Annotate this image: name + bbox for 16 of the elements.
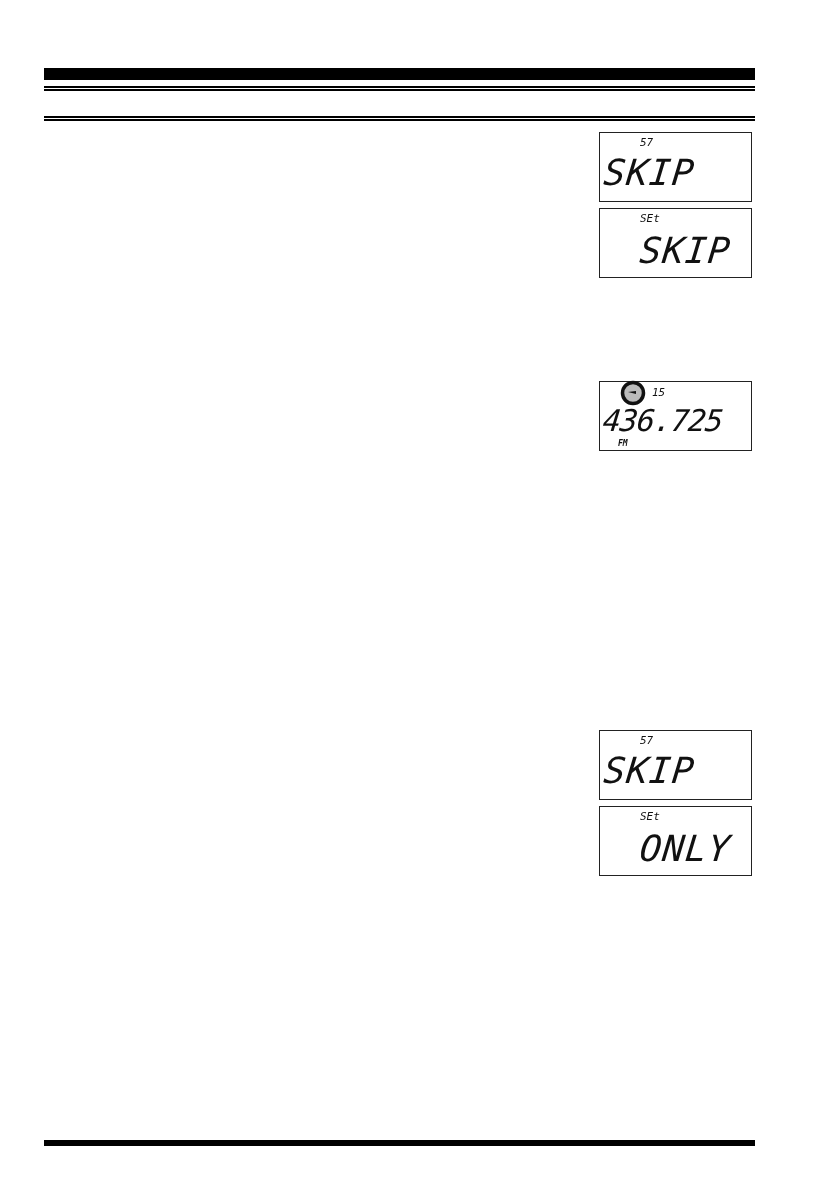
display-readout: 436.725 xyxy=(601,406,724,436)
display-readout: SKIP xyxy=(602,753,697,789)
lcd-display xyxy=(599,381,752,451)
lcd-display xyxy=(599,806,752,876)
display-indicator: 57 xyxy=(640,735,654,746)
lcd-display xyxy=(599,730,752,800)
display-indicator: SEt xyxy=(640,213,660,224)
display-indicator: SEt xyxy=(640,811,660,822)
lcd-display xyxy=(599,208,752,278)
display-indicator: 15 xyxy=(652,387,666,398)
display-indicator: 57 xyxy=(640,137,654,148)
display-readout: ONLY xyxy=(638,831,733,867)
lcd-display xyxy=(599,132,752,202)
display-indicator: FM xyxy=(618,440,628,448)
display-readout: SKIP xyxy=(638,233,733,269)
display-readout: SKIP xyxy=(602,155,697,191)
